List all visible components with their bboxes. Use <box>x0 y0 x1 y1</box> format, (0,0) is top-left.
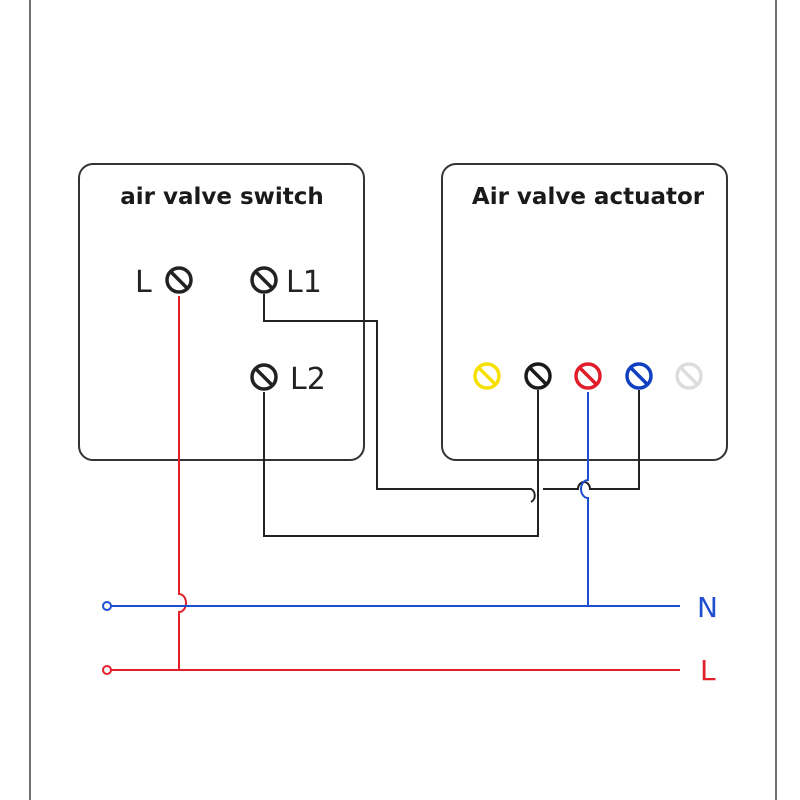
actuator-terminal-white <box>675 362 703 390</box>
wire-l1-to-actuator-blue <box>263 294 640 503</box>
actuator-terminal-yellow <box>473 362 501 390</box>
neutral-label: N <box>697 591 718 624</box>
neutral-terminal-dot <box>102 601 112 611</box>
switch-box <box>78 163 365 461</box>
wire-l2-to-actuator-black <box>263 390 539 537</box>
live-label: L <box>700 654 716 687</box>
actuator-terminal-black <box>524 362 552 390</box>
actuator-terminal-red <box>574 362 602 390</box>
live-terminal-dot <box>102 665 112 675</box>
actuator-box-title: Air valve actuator <box>472 184 705 210</box>
actuator-terminals <box>473 362 703 390</box>
wire-actuator-red-to-neutral <box>580 392 589 606</box>
actuator-terminal-blue <box>625 362 653 390</box>
switch-terminal-l1-label: L1 <box>286 265 322 300</box>
switch-box-title: air valve switch <box>120 184 324 210</box>
switch-terminal-l1 <box>250 266 278 294</box>
switch-terminal-l2-label: L2 <box>290 362 326 397</box>
actuator-box <box>441 163 728 461</box>
switch-terminal-l-label: L <box>135 265 152 300</box>
wire-switch-l-to-live <box>178 296 187 670</box>
switch-terminal-l2 <box>250 363 278 391</box>
switch-terminal-l <box>165 266 193 294</box>
